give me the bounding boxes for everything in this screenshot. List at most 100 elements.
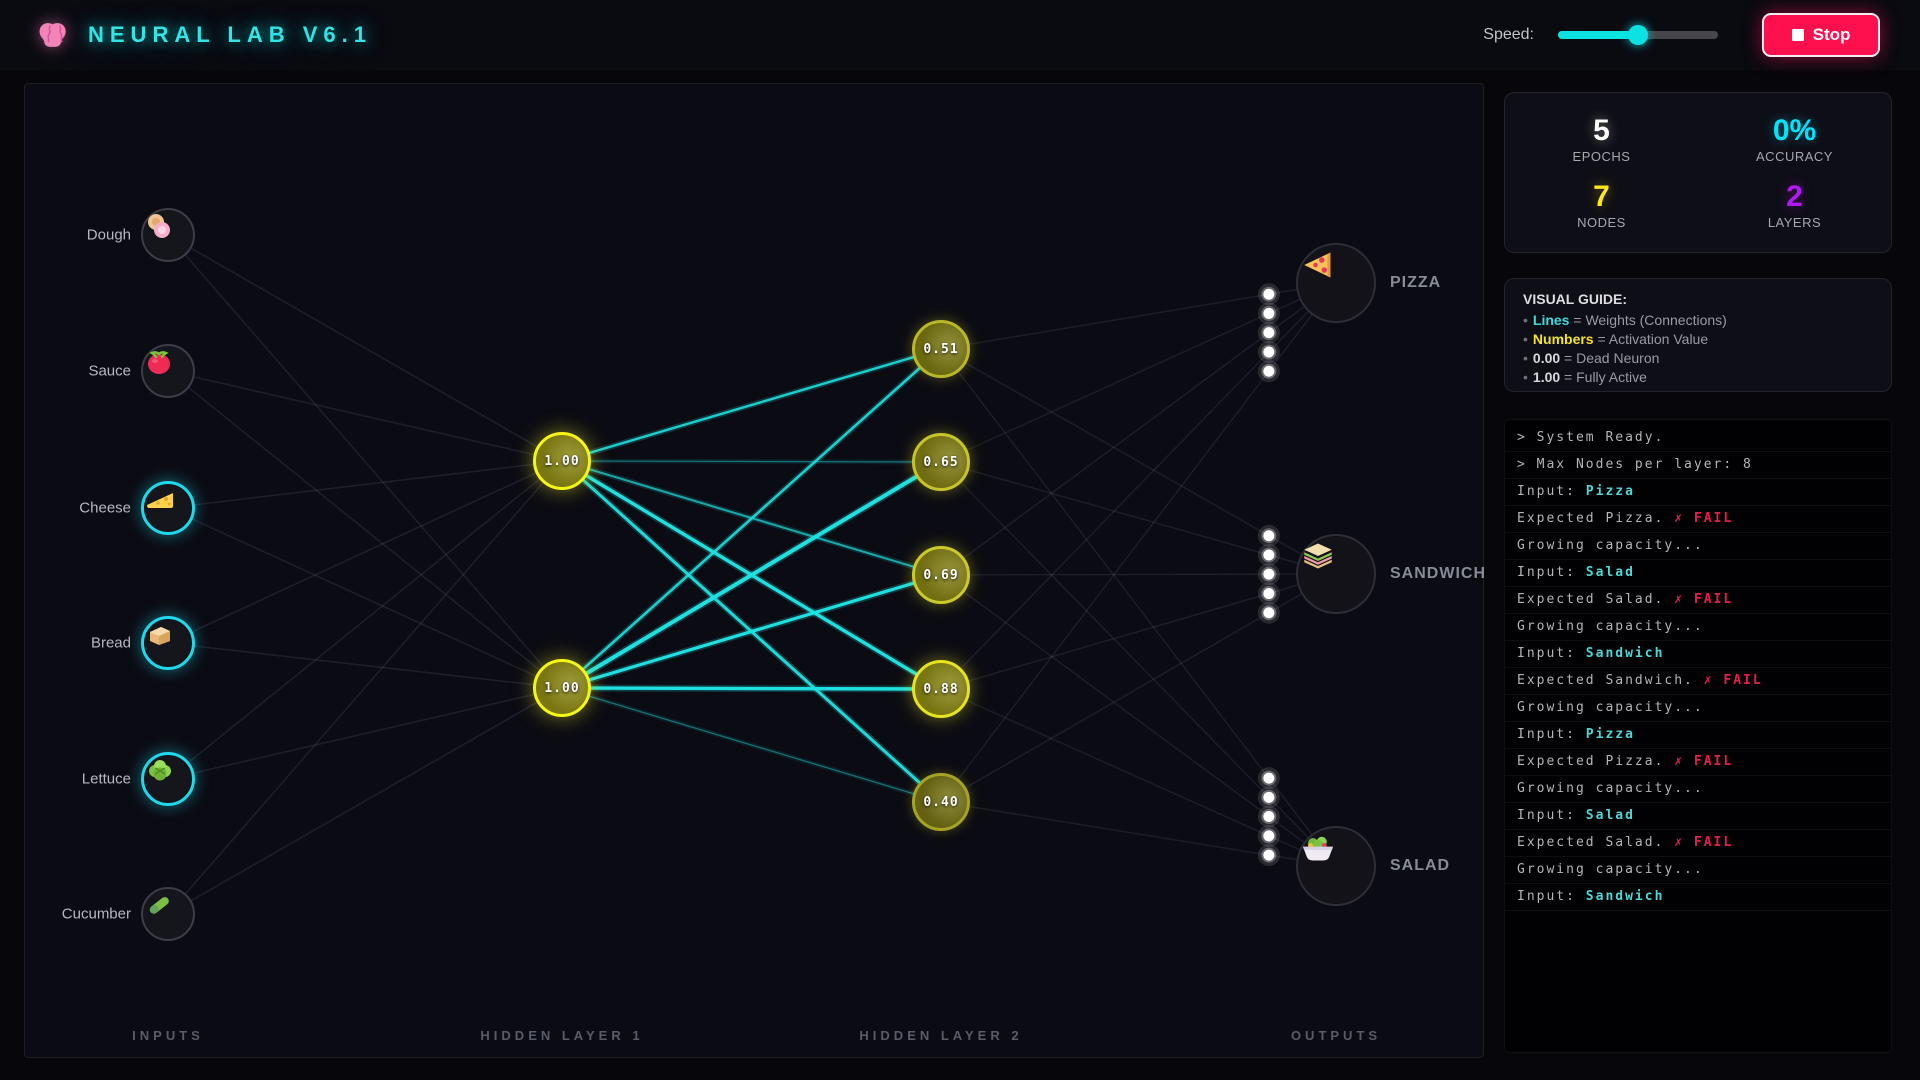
- hidden-node: 0.88: [912, 660, 970, 718]
- connection-line: [167, 460, 563, 780]
- speed-slider-thumb[interactable]: [1628, 25, 1648, 45]
- console-line: Growing capacity...: [1505, 776, 1891, 803]
- input-label: Cucumber: [61, 905, 131, 923]
- pulse-dot: [1263, 549, 1275, 561]
- app-title: NEURAL LAB V6.1: [88, 22, 372, 47]
- connection-line: [167, 460, 563, 509]
- guide-item: •Lines = Weights (Connections): [1523, 311, 1891, 330]
- console-line: Input: Salad: [1505, 560, 1891, 587]
- hidden-node: 0.69: [912, 546, 970, 604]
- pulse-dot: [1263, 849, 1275, 861]
- console-segment: ✗ FAIL: [1674, 592, 1734, 607]
- input-label: Lettuce: [81, 770, 131, 788]
- hidden-node: 1.00: [533, 432, 591, 490]
- activation-value: 1.00: [544, 680, 580, 696]
- stat-value: 5: [1593, 113, 1610, 147]
- guide-text: = Activation Value: [1593, 331, 1709, 347]
- connection-line: [167, 507, 563, 689]
- activation-value: 0.40: [923, 794, 959, 810]
- console-line: Input: Sandwich: [1505, 641, 1891, 668]
- input-node-sauce: [141, 344, 195, 398]
- console-segment: Salad: [1585, 565, 1635, 580]
- visual-guide-items: •Lines = Weights (Connections)•Numbers =…: [1523, 311, 1891, 387]
- stat-label: ACCURACY: [1756, 148, 1833, 164]
- visual-guide-panel: VISUAL GUIDE: •Lines = Weights (Connecti…: [1504, 278, 1892, 392]
- console-segment: Input:: [1517, 808, 1586, 823]
- header-controls: Speed: Stop: [1483, 13, 1920, 57]
- activation-value: 0.69: [923, 567, 959, 583]
- bullet-icon: •: [1523, 369, 1528, 385]
- weight-line: [560, 686, 943, 691]
- connections-layer: [167, 234, 1337, 915]
- pulse-dot: [1263, 772, 1275, 784]
- connection-line: [167, 234, 563, 689]
- console-line: Expected Sandwich. ✗ FAIL: [1505, 668, 1891, 695]
- console-segment: Sandwich: [1585, 646, 1665, 661]
- console-segment: > System Ready.: [1517, 430, 1665, 445]
- output-label: SANDWICH: [1390, 565, 1486, 582]
- console-segment: Input:: [1517, 646, 1586, 661]
- input-label: Cheese: [79, 499, 131, 517]
- guide-item: •0.00 = Dead Neuron: [1523, 349, 1891, 368]
- speed-slider[interactable]: [1558, 25, 1718, 45]
- pulse-dot: [1263, 588, 1275, 600]
- guide-keyword: Lines: [1532, 312, 1570, 328]
- console-segment: ✗ FAIL: [1674, 511, 1734, 526]
- connection-line: [167, 370, 563, 689]
- guide-text: = Dead Neuron: [1560, 350, 1660, 366]
- activation-value: 1.00: [544, 453, 580, 469]
- console-line: Input: Pizza: [1505, 479, 1891, 506]
- pulse-dot: [1263, 791, 1275, 803]
- guide-text: = Weights (Connections): [1569, 312, 1727, 328]
- console-segment: Expected Salad.: [1517, 835, 1675, 850]
- console-segment: Pizza: [1585, 484, 1635, 499]
- guide-keyword: 1.00: [1532, 369, 1561, 385]
- input-node-lettuce: [141, 752, 195, 806]
- console-segment: Expected Pizza.: [1517, 511, 1675, 526]
- console-line: Input: Salad: [1505, 803, 1891, 830]
- console-segment: Growing capacity...: [1517, 781, 1704, 796]
- output-node-pizza: [1296, 243, 1376, 323]
- connection-line: [167, 460, 563, 915]
- stop-button[interactable]: Stop: [1762, 13, 1880, 57]
- guide-keyword: 0.00: [1532, 350, 1561, 366]
- console-segment: Growing capacity...: [1517, 619, 1704, 634]
- console-segment: Input:: [1517, 484, 1586, 499]
- layer-label-outputs: OUTPUTS: [1290, 1028, 1382, 1043]
- console-segment: Expected Sandwich.: [1517, 673, 1704, 688]
- input-node-bread: [141, 616, 195, 670]
- console-line: Expected Pizza. ✗ FAIL: [1505, 749, 1891, 776]
- console-line: Expected Salad. ✗ FAIL: [1505, 830, 1891, 857]
- input-label: Bread: [90, 634, 131, 652]
- bullet-icon: •: [1523, 331, 1528, 347]
- pulse-dot: [1263, 288, 1275, 300]
- console-line: Growing capacity...: [1505, 533, 1891, 560]
- connection-line: [167, 460, 563, 644]
- stop-icon: [1791, 29, 1804, 41]
- console-segment: Growing capacity...: [1517, 862, 1704, 877]
- console-segment: Input:: [1517, 565, 1586, 580]
- guide-item: •Numbers = Activation Value: [1523, 330, 1891, 349]
- bullet-icon: •: [1523, 312, 1528, 328]
- stat-accuracy: 0%ACCURACY: [1698, 107, 1891, 173]
- console-segment: Growing capacity...: [1517, 538, 1704, 553]
- weight-line: [561, 460, 942, 463]
- input-node-dough: [141, 208, 195, 262]
- console-segment: ✗ FAIL: [1674, 835, 1734, 850]
- stat-value: 7: [1593, 179, 1610, 213]
- output-node-salad: [1296, 826, 1376, 906]
- guide-keyword: Numbers: [1532, 331, 1594, 347]
- app-header: NEURAL LAB V6.1 Speed: Stop: [0, 0, 1920, 70]
- bullet-icon: •: [1523, 350, 1528, 366]
- weight-line: [560, 347, 943, 463]
- console-segment: Input:: [1517, 889, 1586, 904]
- input-label: Sauce: [88, 362, 131, 380]
- layer-label-hidden-layer-2: HIDDEN LAYER 2: [859, 1028, 1023, 1043]
- output-node-sandwich: [1296, 534, 1376, 614]
- console-line: Input: Sandwich: [1505, 884, 1891, 911]
- activation-value: 0.88: [923, 681, 959, 697]
